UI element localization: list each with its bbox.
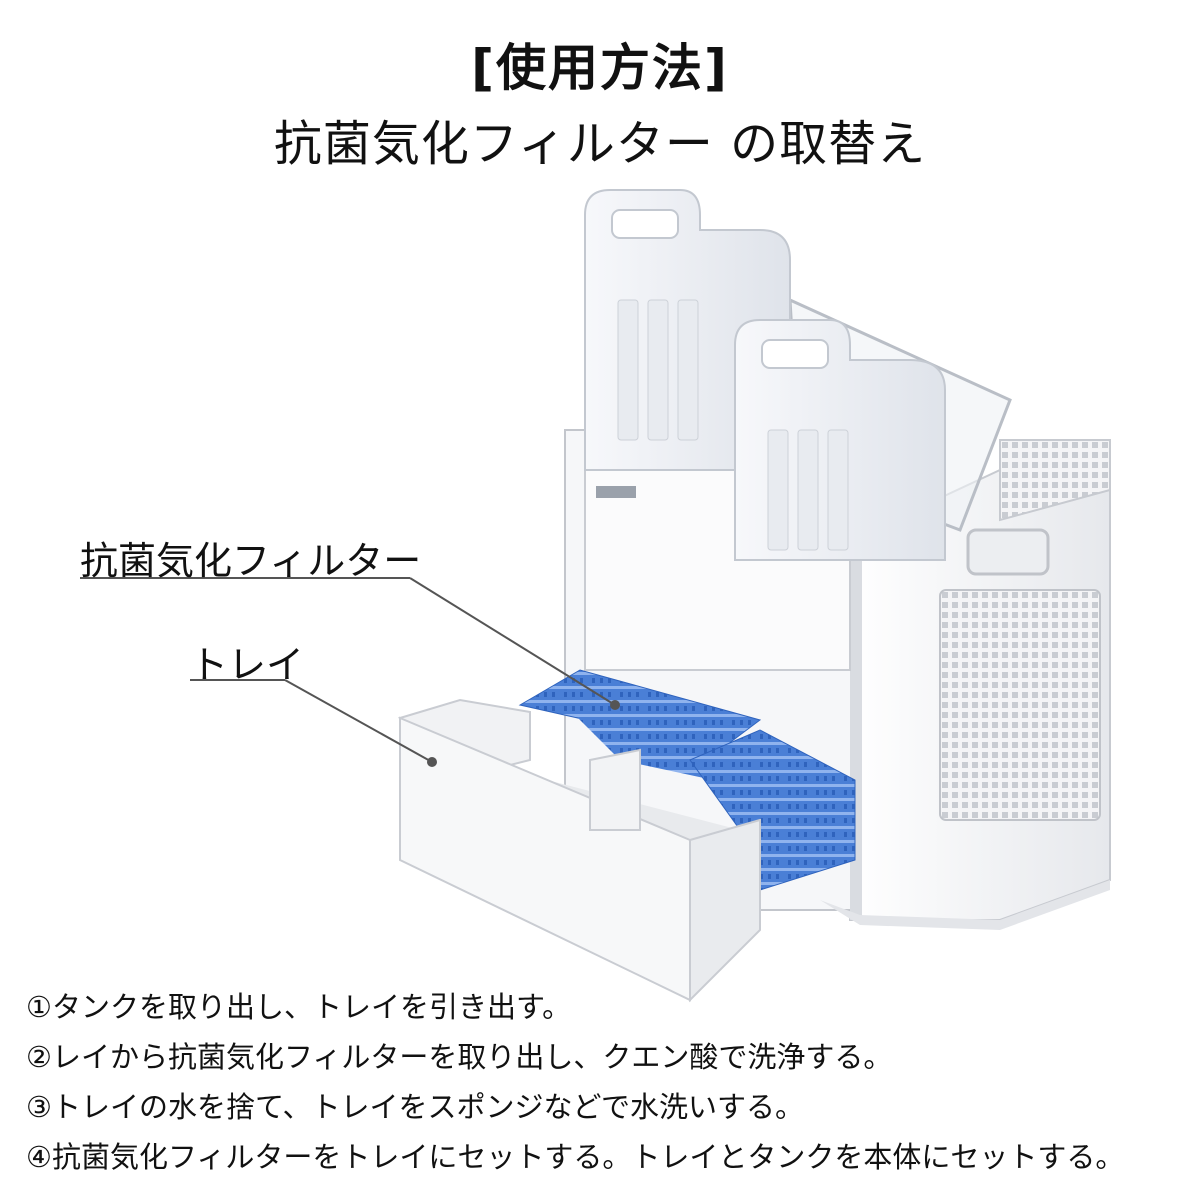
- step-4: ④抗菌気化フィルターをトレイにセットする。トレイとタンクを本体にセットする。: [26, 1140, 1125, 1174]
- step-1: ①タンクを取り出し、トレイを引き出す。: [26, 990, 572, 1024]
- label-filter: 抗菌気化フィルター: [80, 539, 422, 583]
- page-title: [使用方法]: [471, 39, 729, 97]
- side-vent-grille: [939, 589, 1101, 821]
- step-2: ②レイから抗菌気化フィルターを取り出し、クエン酸で洗浄する。: [26, 1040, 893, 1074]
- tray: [397, 698, 761, 1003]
- page-subtitle: 抗菌気化フィルター の取替え: [273, 116, 927, 172]
- label-tray: トレイ: [190, 643, 305, 687]
- water-tank-front: [734, 319, 946, 561]
- antibacterial-filter: [518, 669, 856, 891]
- side-handle: [966, 528, 1050, 576]
- front-panel: [584, 469, 851, 671]
- step-3: ③トレイの水を捨て、トレイをスポンジなどで水洗いする。: [26, 1090, 804, 1124]
- instruction-steps: ①タンクを取り出し、トレイを引き出す。 ②レイから抗菌気化フィルターを取り出し、…: [26, 982, 1186, 1182]
